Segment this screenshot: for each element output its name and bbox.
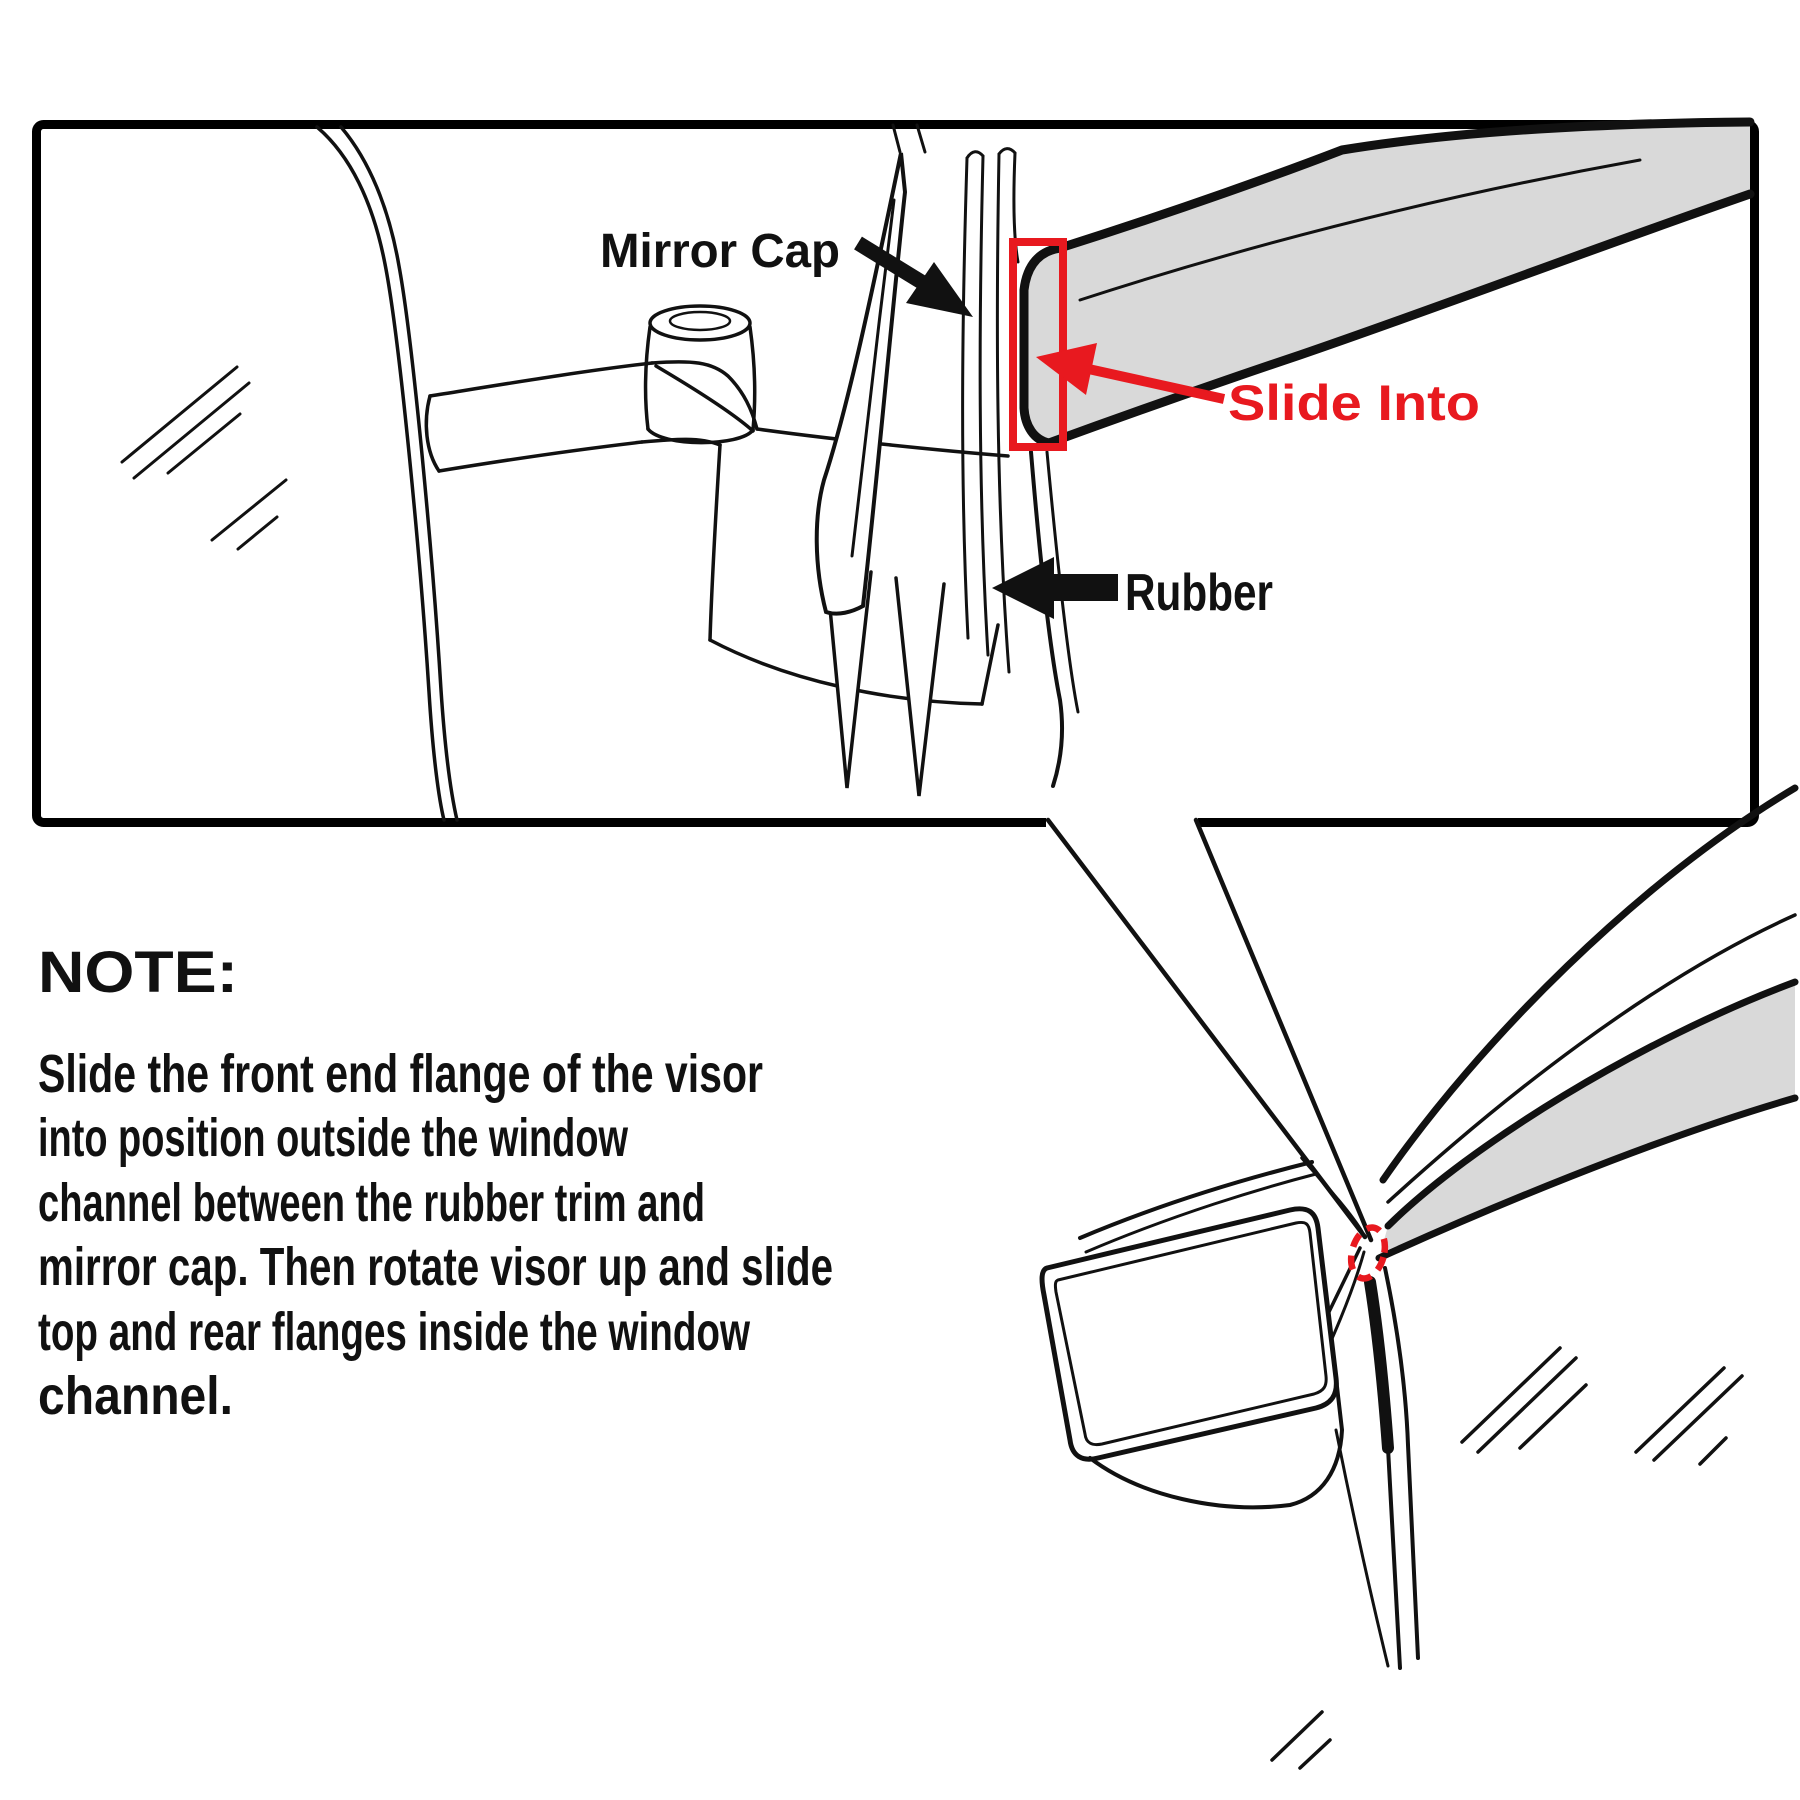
slide-into-highlight-box	[1009, 238, 1067, 451]
note-line: into position outside the window	[38, 1108, 629, 1168]
note-line: Slide the front end flange of the visor	[38, 1044, 763, 1104]
mirror-housing-bottom	[1088, 1376, 1345, 1510]
door-pillar-line-zoom	[1386, 1446, 1402, 1670]
insert-point-circle	[1347, 1224, 1389, 1282]
visor-inner-line	[1078, 158, 1642, 302]
mirror-arm-drawing	[424, 360, 759, 473]
rubber-label: Rubber	[1125, 564, 1273, 622]
rubber-trim-drawing	[891, 123, 1080, 788]
mirror-housing-drawing	[708, 427, 1010, 797]
note-line: channel between the rubber trim and	[38, 1173, 705, 1233]
zoom-callout-lines	[1045, 817, 1374, 1243]
mirror-glass-outline	[1039, 1206, 1339, 1462]
visor-drawing	[1019, 117, 1755, 448]
mirror-housing-top	[1084, 1172, 1318, 1254]
frame-border-gap	[1046, 812, 1198, 834]
roof-inner-line	[1386, 913, 1797, 1204]
door-pillar-line-zoom	[1383, 1266, 1420, 1660]
note-block: NOTE: Slide the front end flange of the …	[38, 940, 833, 1426]
slide-into-arrow-icon	[1036, 343, 1226, 404]
car-mirror-zoom-drawing	[1039, 784, 1799, 1770]
mirror-cap-arrow-icon	[854, 236, 973, 317]
visor-bottom-edge-zoom	[1375, 1094, 1799, 1262]
slide-into-label: Slide Into	[1228, 375, 1480, 431]
mirror-cap-label: Mirror Cap	[600, 225, 840, 278]
sail-panel-line	[1300, 1156, 1364, 1234]
mirror-housing-top	[1078, 1160, 1314, 1240]
visor-top-edge-zoom	[1384, 978, 1799, 1230]
rubber-arrow-icon	[992, 557, 1118, 619]
roof-line	[1379, 784, 1799, 1184]
window-channel-strip	[1364, 1276, 1394, 1454]
note-line: mirror cap. Then rotate visor up and sli…	[38, 1237, 833, 1297]
glass-hatch-marks	[1270, 1346, 1744, 1770]
note-line: channel.	[38, 1366, 233, 1426]
visor-front-tip-edge	[1019, 243, 1065, 448]
door-pillar-line	[339, 125, 459, 822]
truck-door-drawing	[120, 123, 1080, 822]
visor-body-zoom	[1379, 982, 1795, 1258]
door-pillar-line-zoom	[1334, 1428, 1390, 1668]
note-heading: NOTE:	[38, 940, 238, 1005]
mirror-cap-drawing	[814, 152, 908, 616]
top-diagram-panel: Mirror Cap Slide Into Rubber	[32, 117, 1759, 827]
note-line: top and rear flanges inside the window	[38, 1302, 751, 1362]
visor-top-edge	[1055, 117, 1755, 253]
mirror-glass-inner-line	[1053, 1220, 1328, 1447]
door-pillar-line	[315, 125, 446, 822]
visor-bottom-edge	[1044, 189, 1755, 448]
glass-hatch-marks	[120, 365, 288, 551]
mirror-pivot-post	[643, 304, 757, 445]
